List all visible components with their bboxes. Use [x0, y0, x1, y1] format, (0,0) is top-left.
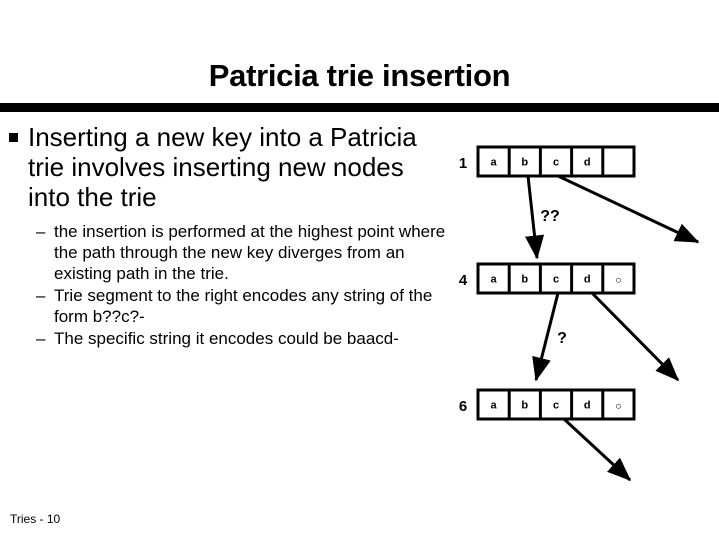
bullet-level1-main: Inserting a new key into a Patricia trie…	[0, 122, 452, 212]
bullet-level2-text-1: the insertion is performed at the highes…	[54, 222, 446, 283]
trie-node-4-cell-1: b	[521, 274, 528, 286]
trie-node-4-index: 4	[459, 272, 468, 289]
edge-node4-to-node6	[532, 292, 560, 382]
edge-node4-right-branch	[590, 291, 680, 382]
trie-node-6-index: 6	[459, 398, 467, 415]
trie-node-1-box	[476, 145, 636, 178]
dash-bullet-icon-2: –	[36, 286, 46, 305]
trie-node-4-cell-4-terminator: ○	[615, 275, 622, 287]
trie-node-4: 4 a b c d ○	[459, 262, 636, 295]
sub-bullet-list: – the insertion is performed at the high…	[0, 221, 452, 349]
slide-footer: Tries - 10	[10, 512, 61, 526]
bullet-level2-item-3: – The specific string it encodes could b…	[36, 328, 452, 349]
trie-node-4-cell-2: c	[553, 274, 559, 286]
bullet-level2-item-2: – Trie segment to the right encodes any …	[36, 285, 452, 327]
trie-node-4-box	[476, 262, 636, 295]
trie-node-1-cell-1: b	[521, 157, 528, 169]
trie-node-1: 1 a b c d	[459, 145, 636, 178]
trie-node-4-cell-0: a	[491, 274, 498, 286]
edge-node1-to-node4	[525, 175, 545, 260]
title-divider-rule	[0, 103, 719, 112]
square-bullet-icon	[9, 133, 18, 142]
trie-node-4-cell-3: d	[584, 274, 591, 286]
dash-bullet-icon-1: –	[36, 222, 46, 241]
trie-node-6-cell-1: b	[521, 400, 528, 412]
trie-node-1-cell-3: d	[584, 157, 591, 169]
body-content: Inserting a new key into a Patricia trie…	[0, 122, 452, 350]
trie-node-1-cell-2: c	[553, 157, 559, 169]
bullet-level2-item-1: – the insertion is performed at the high…	[36, 221, 452, 284]
trie-node-6-box	[476, 388, 636, 421]
trie-node-6: 6 a b c d ○	[459, 388, 636, 421]
edge-label-single-question: ?	[557, 330, 567, 347]
page-title: Patricia trie insertion	[208, 58, 511, 93]
trie-node-6-cell-0: a	[491, 400, 498, 412]
edge-label-double-question: ??	[540, 208, 560, 225]
trie-node-6-cell-2: c	[553, 400, 559, 412]
trie-node-1-cell-0: a	[491, 157, 498, 169]
trie-node-1-index: 1	[459, 155, 467, 172]
bullet-level2-text-3: The specific string it encodes could be …	[54, 329, 399, 348]
bullet-level1-text: Inserting a new key into a Patricia trie…	[28, 122, 417, 212]
dash-bullet-icon-3: –	[36, 329, 46, 348]
bullet-level2-text-2: Trie segment to the right encodes any st…	[54, 286, 433, 326]
edge-node6-right-branch	[562, 417, 632, 482]
edge-node1-right-branch	[557, 174, 700, 244]
trie-node-6-cell-4-terminator: ○	[615, 401, 622, 413]
trie-node-6-cell-3: d	[584, 400, 591, 412]
patricia-trie-diagram: 1 a b c d ?? 4 a b c d	[440, 130, 719, 500]
